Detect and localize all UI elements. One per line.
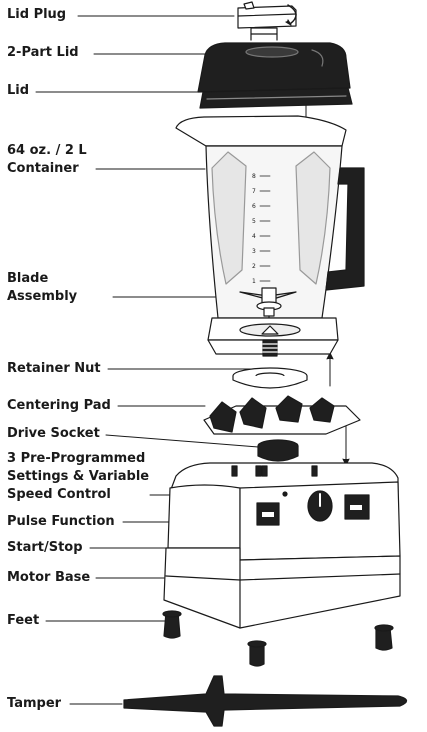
label-two-part-lid: 2-Part Lid: [7, 45, 79, 60]
pulse-switch: [256, 502, 280, 526]
label-settings-line3: Speed Control: [7, 487, 111, 502]
label-feet: Feet: [7, 613, 40, 628]
label-pulse-function: Pulse Function: [7, 514, 115, 529]
scale-mark: 2: [252, 263, 256, 270]
speed-dial: [307, 490, 333, 522]
label-settings-line1: 3 Pre-Programmed: [7, 451, 146, 466]
drive-socket: [257, 439, 299, 462]
scale-mark: 1: [252, 278, 256, 285]
lid-plug: [237, 1, 297, 41]
scale-mark: 5: [252, 218, 256, 225]
label-blade-line2: Assembly: [7, 289, 78, 304]
retainer-nut: [232, 339, 308, 389]
drive-studs: [231, 465, 318, 477]
container: 8 7 6 5 4 3 2 1: [175, 115, 365, 355]
scale-mark: 8: [252, 173, 256, 180]
start-stop-switch: [344, 494, 370, 520]
two-part-lid: [197, 42, 353, 109]
centering-pad: [203, 395, 361, 435]
scale-mark: 7: [252, 188, 256, 195]
motor-base: [163, 462, 401, 629]
label-lid: Lid: [7, 83, 30, 98]
tamper: [123, 675, 408, 727]
label-tamper: Tamper: [7, 696, 62, 711]
label-settings-line2: Settings & Variable: [7, 469, 150, 484]
label-motor-base: Motor Base: [7, 570, 91, 585]
label-container-line2: Container: [7, 161, 79, 176]
feet: [162, 610, 394, 667]
label-blade-line1: Blade: [7, 271, 49, 286]
label-container-line1: 64 oz. / 2 L: [7, 143, 87, 158]
label-centering-pad: Centering Pad: [7, 398, 111, 413]
scale-mark: 4: [252, 233, 256, 240]
label-retainer-nut: Retainer Nut: [7, 361, 101, 376]
label-drive-socket: Drive Socket: [7, 426, 100, 441]
scale-mark: 6: [252, 203, 256, 210]
label-lid-plug: Lid Plug: [7, 7, 67, 22]
capacity-scale: [259, 175, 271, 282]
scale-mark: 3: [252, 248, 256, 255]
label-start-stop: Start/Stop: [7, 540, 83, 555]
